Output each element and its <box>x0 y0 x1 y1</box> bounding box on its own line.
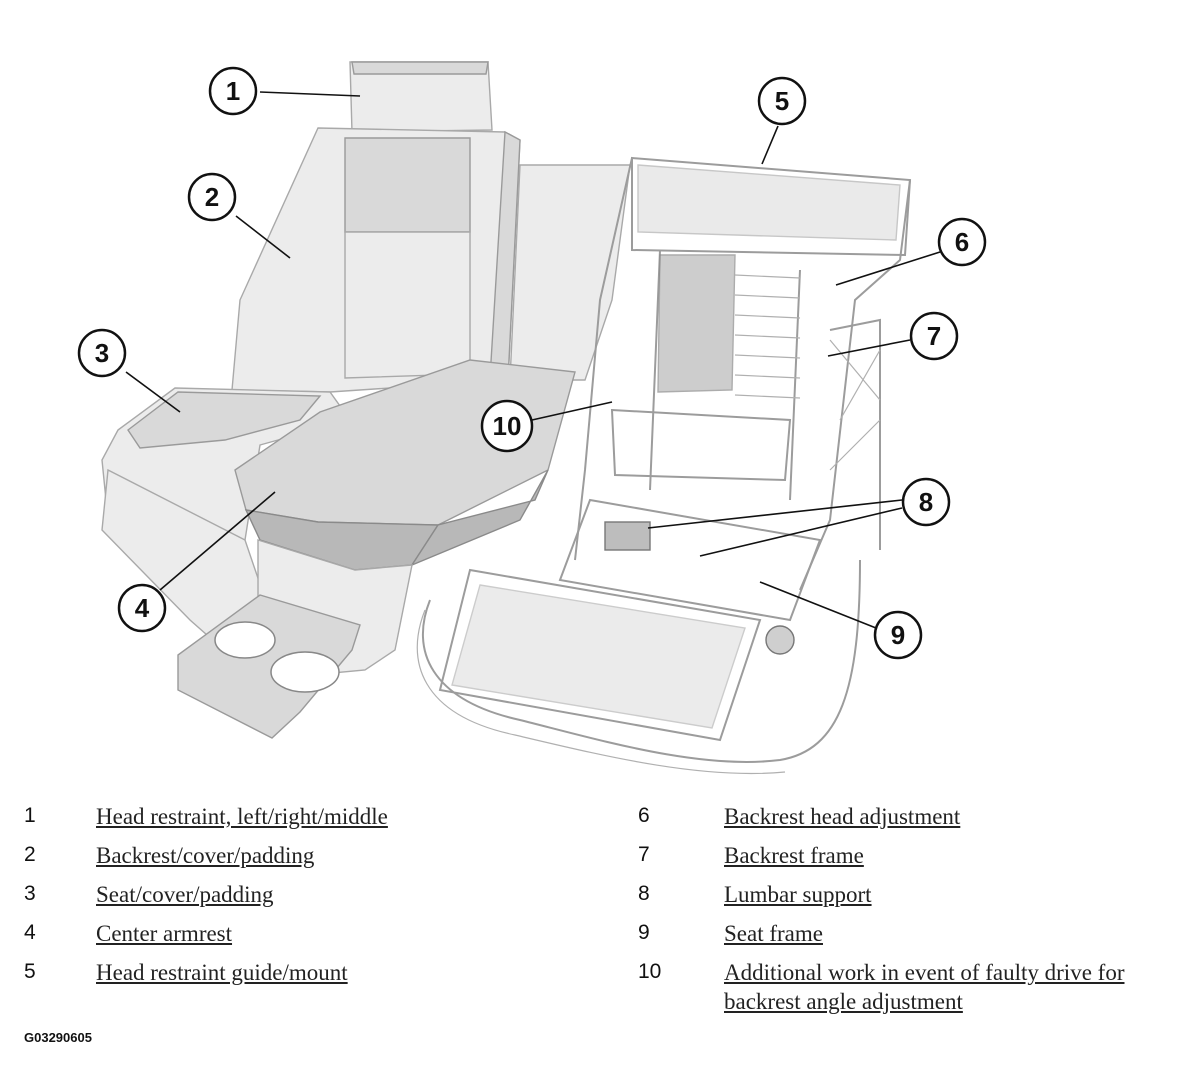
legend-number: 2 <box>24 843 36 866</box>
seat-exploded-diagram: 1 2 3 4 5 6 7 8 9 10 <box>77 61 987 775</box>
legend-number: 10 <box>638 960 662 983</box>
backrest-frame-illustration <box>574 156 912 591</box>
backrest-illustration <box>231 127 631 393</box>
callout-6-number: 6 <box>955 227 969 257</box>
callout-5: 5 <box>757 76 807 126</box>
legend-number: 3 <box>24 882 36 905</box>
legend-number: 6 <box>638 804 650 827</box>
callout-4: 4 <box>117 583 167 633</box>
legend-item-4: 4 Center armrest <box>24 917 584 956</box>
callout-10-number: 10 <box>493 411 522 441</box>
legend-number: 7 <box>638 843 650 866</box>
legend-link-backrest-head-adjustment[interactable]: Backrest head adjustment <box>724 804 961 829</box>
callout-8: 8 <box>901 477 951 527</box>
cup-holder-illustration <box>177 594 361 739</box>
callout-4-number: 4 <box>135 593 150 623</box>
callout-5-number: 5 <box>775 86 789 116</box>
legend-number: 8 <box>638 882 650 905</box>
legend-link-backrest-angle-drive[interactable]: Additional work in event of faulty drive… <box>724 960 1125 1014</box>
legend-number: 1 <box>24 804 36 827</box>
legend-item-9: 9 Seat frame <box>638 917 1188 956</box>
legend-item-8: 8 Lumbar support <box>638 878 1188 917</box>
callout-2-number: 2 <box>205 182 219 212</box>
figure-code: G03290605 <box>24 1030 92 1045</box>
legend-link-seat-frame[interactable]: Seat frame <box>724 921 823 946</box>
legend-number: 4 <box>24 921 36 944</box>
seat-frame-illustration <box>416 498 861 775</box>
legend-number: 5 <box>24 960 36 983</box>
legend-item-6: 6 Backrest head adjustment <box>638 800 1188 839</box>
legend-item-2: 2 Backrest/cover/padding <box>24 839 584 878</box>
callout-3-number: 3 <box>95 338 109 368</box>
legend-item-10: 10 Additional work in event of faulty dr… <box>638 956 1188 1014</box>
center-armrest-illustration <box>234 359 576 681</box>
callout-3: 3 <box>77 328 127 378</box>
leader-lines <box>125 91 941 629</box>
legend-column-left: 1 Head restraint, left/right/middle 2 Ba… <box>24 800 584 995</box>
legend-link-seat-cover[interactable]: Seat/cover/padding <box>96 882 274 907</box>
callout-1: 1 <box>208 66 258 116</box>
legend-item-3: 3 Seat/cover/padding <box>24 878 584 917</box>
callout-9: 9 <box>873 610 923 660</box>
callout-7-number: 7 <box>927 321 941 351</box>
legend-link-head-restraint[interactable]: Head restraint, left/right/middle <box>96 804 388 829</box>
callout-1-number: 1 <box>226 76 240 106</box>
callout-2: 2 <box>187 172 237 222</box>
legend-column-right: 6 Backrest head adjustment 7 Backrest fr… <box>638 800 1188 1014</box>
legend-link-lumbar-support[interactable]: Lumbar support <box>724 882 872 907</box>
legend-link-backrest-frame[interactable]: Backrest frame <box>724 843 864 868</box>
callout-10: 10 <box>480 399 534 453</box>
legend-item-7: 7 Backrest frame <box>638 839 1188 878</box>
callout-8-number: 8 <box>919 487 933 517</box>
legend-link-backrest-cover[interactable]: Backrest/cover/padding <box>96 843 315 868</box>
legend-link-center-armrest[interactable]: Center armrest <box>96 921 233 946</box>
callout-9-number: 9 <box>891 620 905 650</box>
legend-item-5: 5 Head restraint guide/mount <box>24 956 584 995</box>
callout-6: 6 <box>937 217 987 267</box>
legend-item-1: 1 Head restraint, left/right/middle <box>24 800 584 839</box>
callout-7: 7 <box>909 311 959 361</box>
legend-number: 9 <box>638 921 650 944</box>
legend-link-head-restraint-guide[interactable]: Head restraint guide/mount <box>96 960 348 985</box>
head-restraint-illustration <box>349 61 493 133</box>
